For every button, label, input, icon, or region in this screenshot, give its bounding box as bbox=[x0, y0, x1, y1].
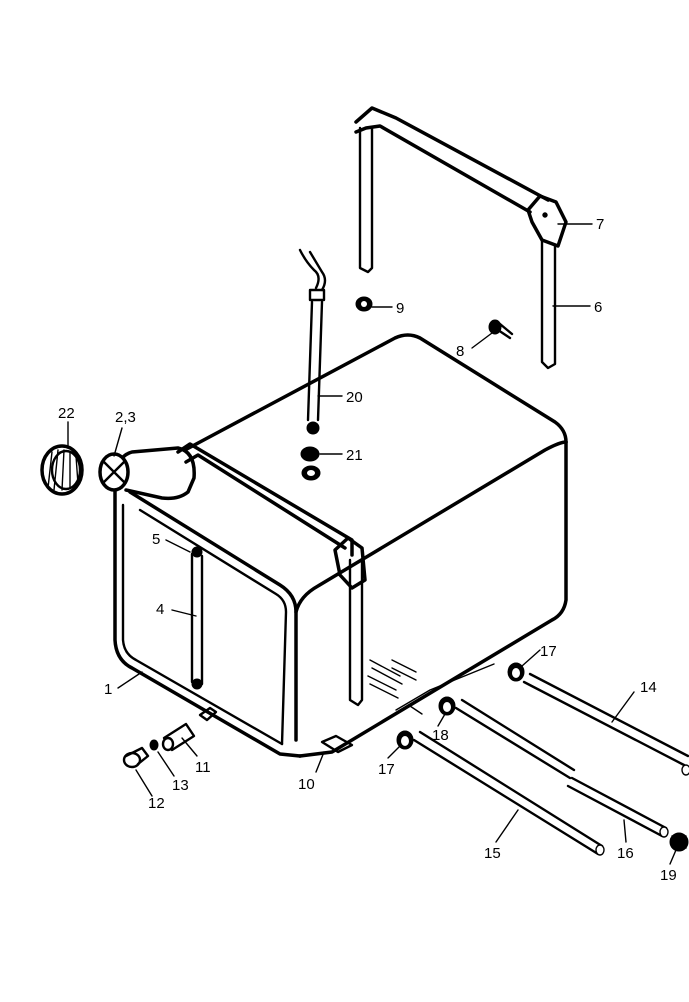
pipe-stubs bbox=[367, 659, 495, 721]
label-20: 20 bbox=[346, 389, 363, 406]
gasket-21 bbox=[300, 446, 321, 481]
leader-lines bbox=[67, 223, 677, 865]
label-4: 4 bbox=[156, 601, 164, 618]
cap-19 bbox=[669, 832, 689, 852]
label-1: 1 bbox=[104, 681, 112, 698]
drain-plug-12 bbox=[122, 746, 150, 769]
fuel-tank-body bbox=[113, 333, 568, 758]
label-16: 16 bbox=[617, 845, 634, 862]
filler-strainer-22 bbox=[40, 444, 84, 496]
clamp-17-lower bbox=[396, 730, 414, 750]
callout-labels: 1 2,3 4 5 6 7 8 9 10 11 12 13 14 15 16 1… bbox=[58, 216, 677, 884]
tank-strap-front bbox=[176, 442, 367, 707]
clamp-17-upper bbox=[507, 662, 525, 682]
rear-bracket-6 bbox=[354, 106, 568, 370]
label-22: 22 bbox=[58, 405, 75, 422]
label-6: 6 bbox=[594, 299, 602, 316]
label-8: 8 bbox=[456, 343, 464, 360]
label-19: 19 bbox=[660, 867, 677, 884]
fuel-sender-20 bbox=[298, 248, 327, 435]
pipe-15 bbox=[412, 730, 605, 856]
level-gauge bbox=[190, 546, 204, 690]
label-14: 14 bbox=[640, 679, 657, 696]
pipe-14 bbox=[522, 672, 689, 776]
label-13: 13 bbox=[172, 777, 189, 794]
label-11: 11 bbox=[195, 759, 211, 776]
label-2-3: 2,3 bbox=[115, 409, 136, 426]
pipe-16 bbox=[454, 698, 669, 838]
nut-9 bbox=[355, 296, 373, 312]
label-18: 18 bbox=[432, 727, 449, 744]
clamp-18 bbox=[438, 696, 456, 716]
label-15: 15 bbox=[484, 845, 501, 862]
label-17-lower: 17 bbox=[378, 761, 395, 778]
bolt-8 bbox=[488, 319, 514, 340]
washer-13 bbox=[149, 739, 159, 751]
drain-valve-11 bbox=[161, 722, 196, 752]
label-12: 12 bbox=[148, 795, 165, 812]
label-7: 7 bbox=[596, 216, 604, 233]
label-17-upper: 17 bbox=[540, 643, 557, 660]
label-21: 21 bbox=[346, 447, 363, 464]
label-10: 10 bbox=[298, 776, 315, 793]
label-5: 5 bbox=[152, 531, 160, 548]
label-9: 9 bbox=[396, 300, 404, 317]
